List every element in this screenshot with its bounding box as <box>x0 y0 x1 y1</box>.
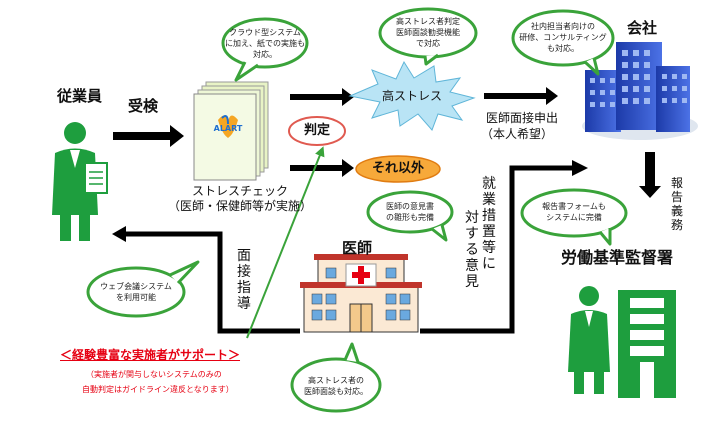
stress-check-label: ストレスチェック <box>192 184 289 198</box>
bubble-doctor-interview-text: 高ストレス者の 医師面談も対応。 <box>304 376 368 396</box>
doctor-label: 医師 <box>342 239 373 257</box>
stress-check-sublabel: （医師・保健師等が実施） <box>168 199 313 213</box>
work-measures-label-col2: 対する意見 <box>465 210 479 290</box>
arrow-reporting <box>639 152 661 198</box>
bubble-report-form-text: 報告書フォームも システムに完備 <box>542 202 606 222</box>
company-building-icon <box>582 42 698 140</box>
interview-request-label: 医師面接申出 <box>486 111 559 125</box>
support-headline: ＜経験豊富な実施者がサポート＞ <box>60 348 241 362</box>
bubble-high-stress-system-text: 高ストレス者判定 医師面談勧奨機能 で対応 <box>396 17 460 48</box>
support-to-judgment-line <box>246 146 325 339</box>
others-oval <box>355 155 441 183</box>
alart-logo-text: ALART <box>213 124 243 133</box>
guidance-connector <box>122 231 300 334</box>
bubble-consulting-text: 社内担当者向けの 研修、コンサルティング も対応。 <box>519 22 607 53</box>
work-measures-label-col1: 就業措置等に <box>482 176 496 272</box>
employee-icon <box>52 122 108 241</box>
support-note-line2: 自動判定はガイドライン違反となります） <box>82 385 234 394</box>
arrow-to-others <box>290 159 354 177</box>
bubble-cloud-text: クラウド型システム に加え、紙での実施も 対応。 <box>225 28 305 59</box>
opinion-connector <box>420 165 575 334</box>
high-stress-label: 高ストレス <box>381 89 442 103</box>
take-exam-label: 受検 <box>128 97 159 115</box>
labor-office-icon <box>568 286 676 398</box>
judgment-label: 判定 <box>303 123 330 138</box>
stress-check-document-icon <box>193 81 269 181</box>
arrow-exam <box>113 125 184 147</box>
company-label: 会社 <box>627 19 658 37</box>
speech-bubbles <box>86 7 628 413</box>
arrow-to-high-stress <box>290 88 354 106</box>
bubble-opinion-templates-text: 医師の意見書 の雛形も完備 <box>386 202 434 222</box>
high-stress-starburst <box>348 60 476 131</box>
bubble-web-meeting-text: ウェブ会議システム を利用可能 <box>100 282 172 302</box>
judgment-oval <box>288 116 346 146</box>
employee-label: 従業員 <box>57 87 103 105</box>
hospital-icon <box>300 254 422 333</box>
arrow-to-company <box>484 87 558 105</box>
support-note-line1: （実施者が関与しないシステムのみの <box>86 370 222 379</box>
interview-request-sublabel: （本人希望） <box>481 127 554 141</box>
others-label: それ以外 <box>371 161 424 176</box>
reporting-duty-label: 報告義務 <box>670 176 683 232</box>
interview-guidance-label: 面接指導 <box>237 248 251 312</box>
labor-office-label: 労働基準監督署 <box>561 248 674 267</box>
